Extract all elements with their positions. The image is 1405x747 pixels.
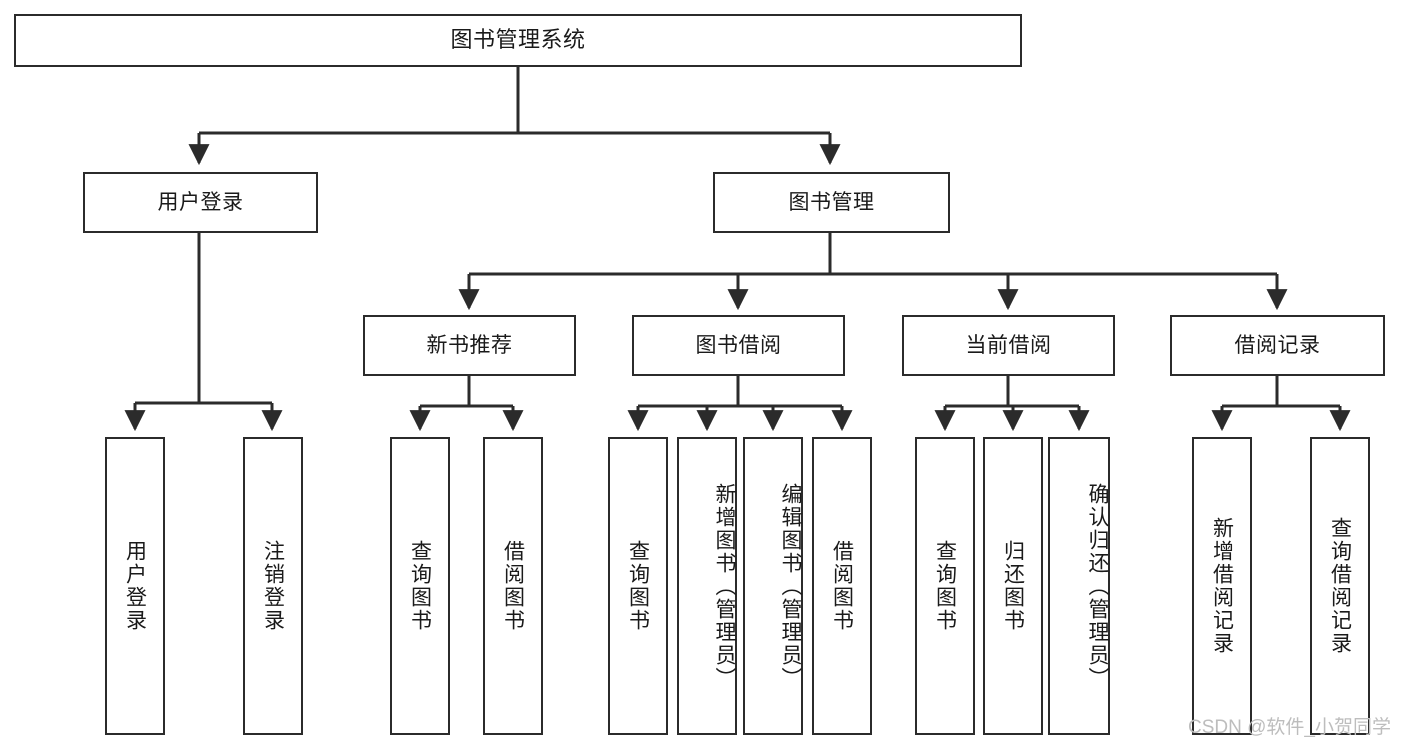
node-leaf-borrow-book-borrow[interactable]: 借阅图书 bbox=[812, 437, 872, 735]
node-current-borrow[interactable]: 当前借阅 bbox=[902, 315, 1115, 376]
node-leaf-confirm-return-admin[interactable]: 确认归还（管理员） bbox=[1048, 437, 1110, 735]
node-borrow-record[interactable]: 借阅记录 bbox=[1170, 315, 1385, 376]
node-label: 编辑图书（管理员） bbox=[779, 482, 802, 690]
node-leaf-borrow-book-recommend[interactable]: 借阅图书 bbox=[483, 437, 543, 735]
node-book-borrow[interactable]: 图书借阅 bbox=[632, 315, 845, 376]
node-label: 用户登录 bbox=[157, 190, 244, 214]
node-book-management[interactable]: 图书管理 bbox=[713, 172, 950, 233]
node-label: 新增图书（管理员） bbox=[713, 482, 736, 690]
node-leaf-query-borrow-record[interactable]: 查询借阅记录 bbox=[1310, 437, 1370, 735]
node-leaf-query-book-recommend[interactable]: 查询图书 bbox=[390, 437, 450, 735]
node-label: 新书推荐 bbox=[426, 333, 513, 357]
node-label: 借阅记录 bbox=[1234, 333, 1321, 357]
node-label: 新增借阅记录 bbox=[1210, 517, 1234, 655]
node-leaf-user-login[interactable]: 用户登录 bbox=[105, 437, 165, 735]
watermark: CSDN @软件_小贺同学 bbox=[1188, 717, 1391, 738]
node-leaf-user-logout[interactable]: 注销登录 bbox=[243, 437, 303, 735]
node-label: 查询图书 bbox=[626, 540, 650, 632]
node-label: 注销登录 bbox=[261, 540, 285, 632]
node-root-book-management-system[interactable]: 图书管理系统 bbox=[14, 14, 1022, 67]
node-label: 归还图书 bbox=[1001, 540, 1025, 632]
node-label: 图书借阅 bbox=[695, 333, 782, 357]
node-label: 当前借阅 bbox=[965, 333, 1052, 357]
node-leaf-edit-book-admin[interactable]: 编辑图书（管理员） bbox=[743, 437, 803, 735]
node-label: 借阅图书 bbox=[501, 540, 525, 632]
node-leaf-query-book-current[interactable]: 查询图书 bbox=[915, 437, 975, 735]
node-label: 查询借阅记录 bbox=[1328, 517, 1352, 655]
node-leaf-return-book[interactable]: 归还图书 bbox=[983, 437, 1043, 735]
node-label: 确认归还（管理员） bbox=[1086, 482, 1109, 690]
node-label: 借阅图书 bbox=[830, 540, 854, 632]
node-label: 查询图书 bbox=[933, 540, 957, 632]
node-label: 图书管理系统 bbox=[450, 27, 586, 53]
node-label: 查询图书 bbox=[408, 540, 432, 632]
node-new-book-recommend[interactable]: 新书推荐 bbox=[363, 315, 576, 376]
node-leaf-query-book-borrow[interactable]: 查询图书 bbox=[608, 437, 668, 735]
node-leaf-add-book-admin[interactable]: 新增图书（管理员） bbox=[677, 437, 737, 735]
node-label: 用户登录 bbox=[123, 540, 147, 632]
node-user-login[interactable]: 用户登录 bbox=[83, 172, 318, 233]
node-label: 图书管理 bbox=[788, 190, 875, 214]
node-leaf-add-borrow-record[interactable]: 新增借阅记录 bbox=[1192, 437, 1252, 735]
